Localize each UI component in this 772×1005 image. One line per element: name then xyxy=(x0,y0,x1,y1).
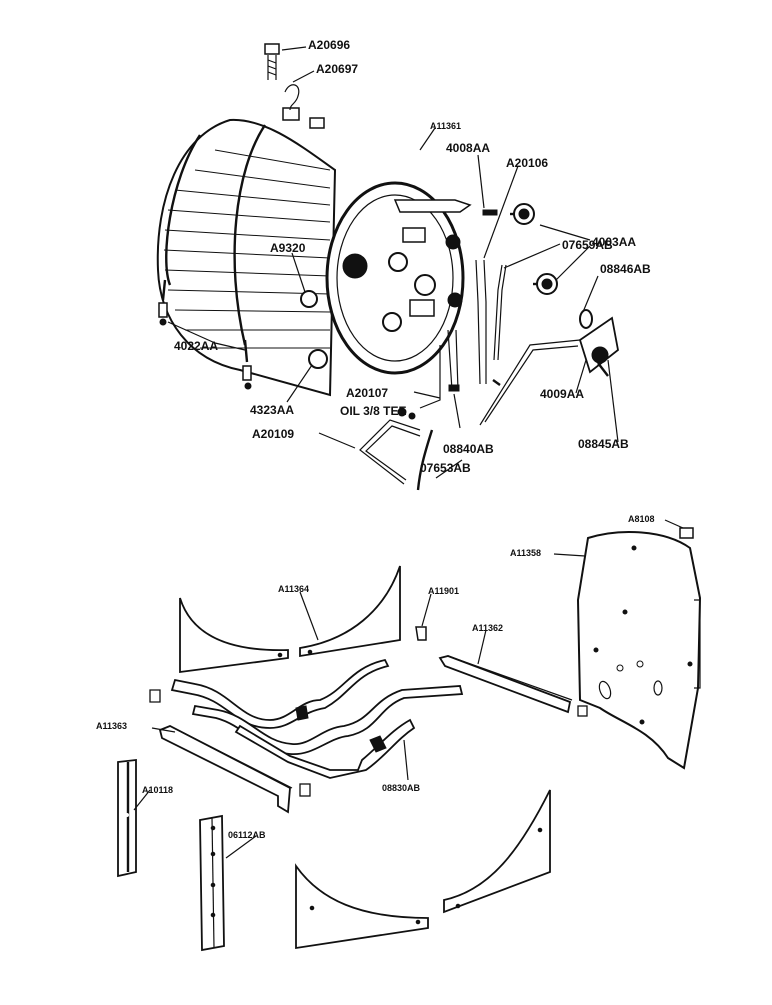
leader-lines xyxy=(133,46,684,859)
part-a11364-panel xyxy=(179,565,401,674)
label-08830ab: 08830AB xyxy=(382,783,421,793)
label-a8108: A8108 xyxy=(628,514,655,524)
label-4022aa: 4022AA xyxy=(174,339,218,353)
right-fittings xyxy=(359,203,619,491)
end-cap-opening xyxy=(342,253,368,279)
drain-plug-upper xyxy=(300,290,318,308)
label-4009aa: 4009AA xyxy=(540,387,584,401)
part-a11363-bar xyxy=(158,725,311,814)
part-labels: A20696 A20697 A11361 4008AA A20106 07659… xyxy=(96,38,655,840)
label-a9320: A9320 xyxy=(270,241,306,255)
label-a11363: A11363 xyxy=(96,721,127,731)
tank-end-cap xyxy=(325,181,465,375)
label-a11362: A11362 xyxy=(472,623,503,633)
label-a20106: A20106 xyxy=(506,156,548,170)
part-a10118 xyxy=(117,758,137,878)
label-07659ab: 07659AB xyxy=(562,238,613,252)
tank-ribs xyxy=(163,149,331,349)
label-a10118: A10118 xyxy=(142,785,173,795)
part-a11362-bar xyxy=(438,655,588,717)
tank-valves xyxy=(382,227,463,332)
valve-bracket xyxy=(393,199,472,213)
label-a11901: A11901 xyxy=(428,586,459,596)
part-a11358-panel xyxy=(576,527,702,770)
filler-neck xyxy=(282,107,300,121)
label-a20109: A20109 xyxy=(252,427,294,441)
label-oil-tee: OIL 3/8 TEE xyxy=(340,404,406,418)
label-a20107: A20107 xyxy=(346,386,388,400)
label-08840ab: 08840AB xyxy=(443,442,494,456)
top-fittings xyxy=(264,43,300,111)
label-08845ab: 08845AB xyxy=(578,437,629,451)
tank-strap-right xyxy=(233,124,266,346)
label-08846ab: 08846AB xyxy=(600,262,651,276)
label-a20697: A20697 xyxy=(316,62,358,76)
label-4003aa: 4003AA xyxy=(592,235,636,249)
label-07653ab: 07653AB xyxy=(420,461,471,475)
fuel-tank xyxy=(156,107,472,397)
label-a20696: A20696 xyxy=(308,38,350,52)
label-4323aa: 4323AA xyxy=(250,403,294,417)
part-a11901-clip xyxy=(415,626,427,641)
part-06112ab xyxy=(199,814,225,952)
drain-plug-lower xyxy=(308,349,328,369)
label-a11364: A11364 xyxy=(278,584,309,594)
part-lower-curved-panel xyxy=(295,789,551,950)
tank-strap-left xyxy=(165,134,201,286)
label-a11361: A11361 xyxy=(430,121,461,131)
part-08830ab-straps xyxy=(149,658,464,779)
label-a11358: A11358 xyxy=(510,548,541,558)
label-4008aa: 4008AA xyxy=(446,141,490,155)
label-06112ab: 06112AB xyxy=(228,830,266,840)
